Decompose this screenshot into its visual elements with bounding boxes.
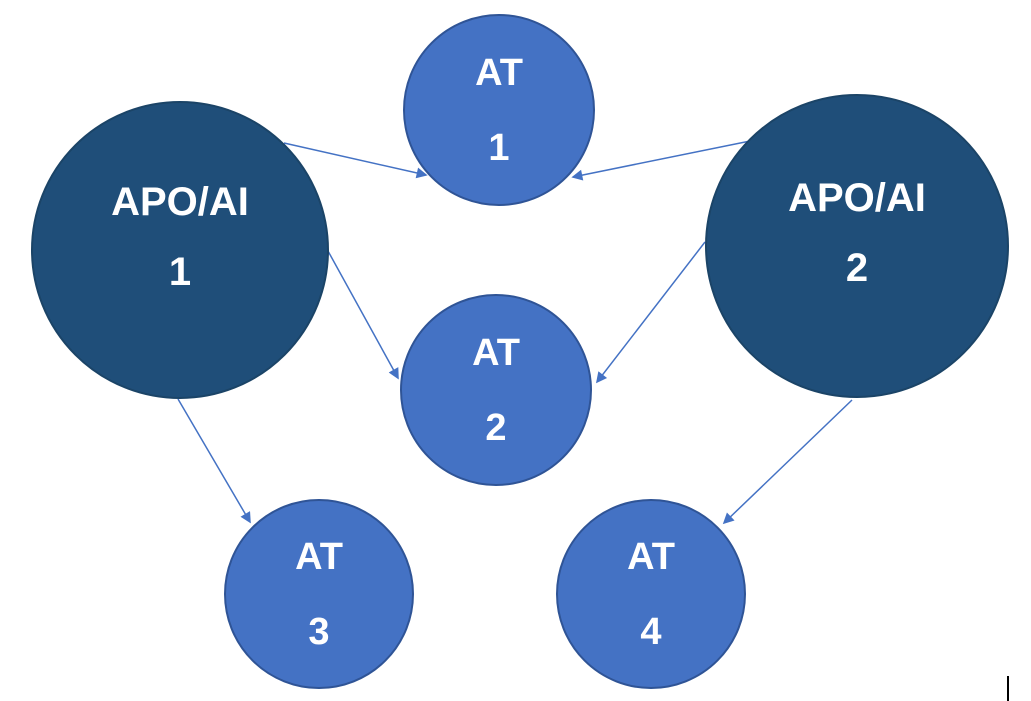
node-at-3-number: 3	[308, 610, 330, 653]
connector-apo-ai-2-to-at-2	[595, 241, 706, 384]
connector-apo-ai-1-to-at-2	[327, 250, 399, 380]
node-at-1-number: 1	[488, 126, 510, 169]
node-at-3: AT 3	[224, 499, 414, 689]
node-at-2-number: 2	[485, 406, 507, 449]
node-at-4-label: AT	[627, 535, 675, 578]
connector-apo-ai-1-to-at-1	[283, 142, 428, 179]
node-apo-ai-2-number: 2	[845, 246, 869, 290]
node-at-2-label: AT	[472, 331, 520, 374]
stray-cursor-mark	[1007, 676, 1009, 701]
node-at-1-label: AT	[475, 51, 523, 94]
node-at-3-label: AT	[295, 535, 343, 578]
node-apo-ai-1: APO/AI 1	[31, 101, 329, 399]
node-apo-ai-2-label: APO/AI	[788, 176, 926, 220]
node-apo-ai-1-label: APO/AI	[111, 180, 249, 224]
node-apo-ai-2: APO/AI 2	[705, 94, 1009, 398]
connector-apo-ai-2-to-at-1	[571, 138, 761, 181]
node-at-4: AT 4	[556, 499, 746, 689]
connector-apo-ai-1-to-at-3	[177, 398, 251, 524]
node-at-1: AT 1	[403, 14, 595, 206]
node-at-4-number: 4	[640, 610, 662, 653]
connector-apo-ai-2-to-at-4	[722, 399, 853, 525]
node-apo-ai-1-number: 1	[168, 250, 192, 294]
node-at-2: AT 2	[400, 294, 592, 486]
